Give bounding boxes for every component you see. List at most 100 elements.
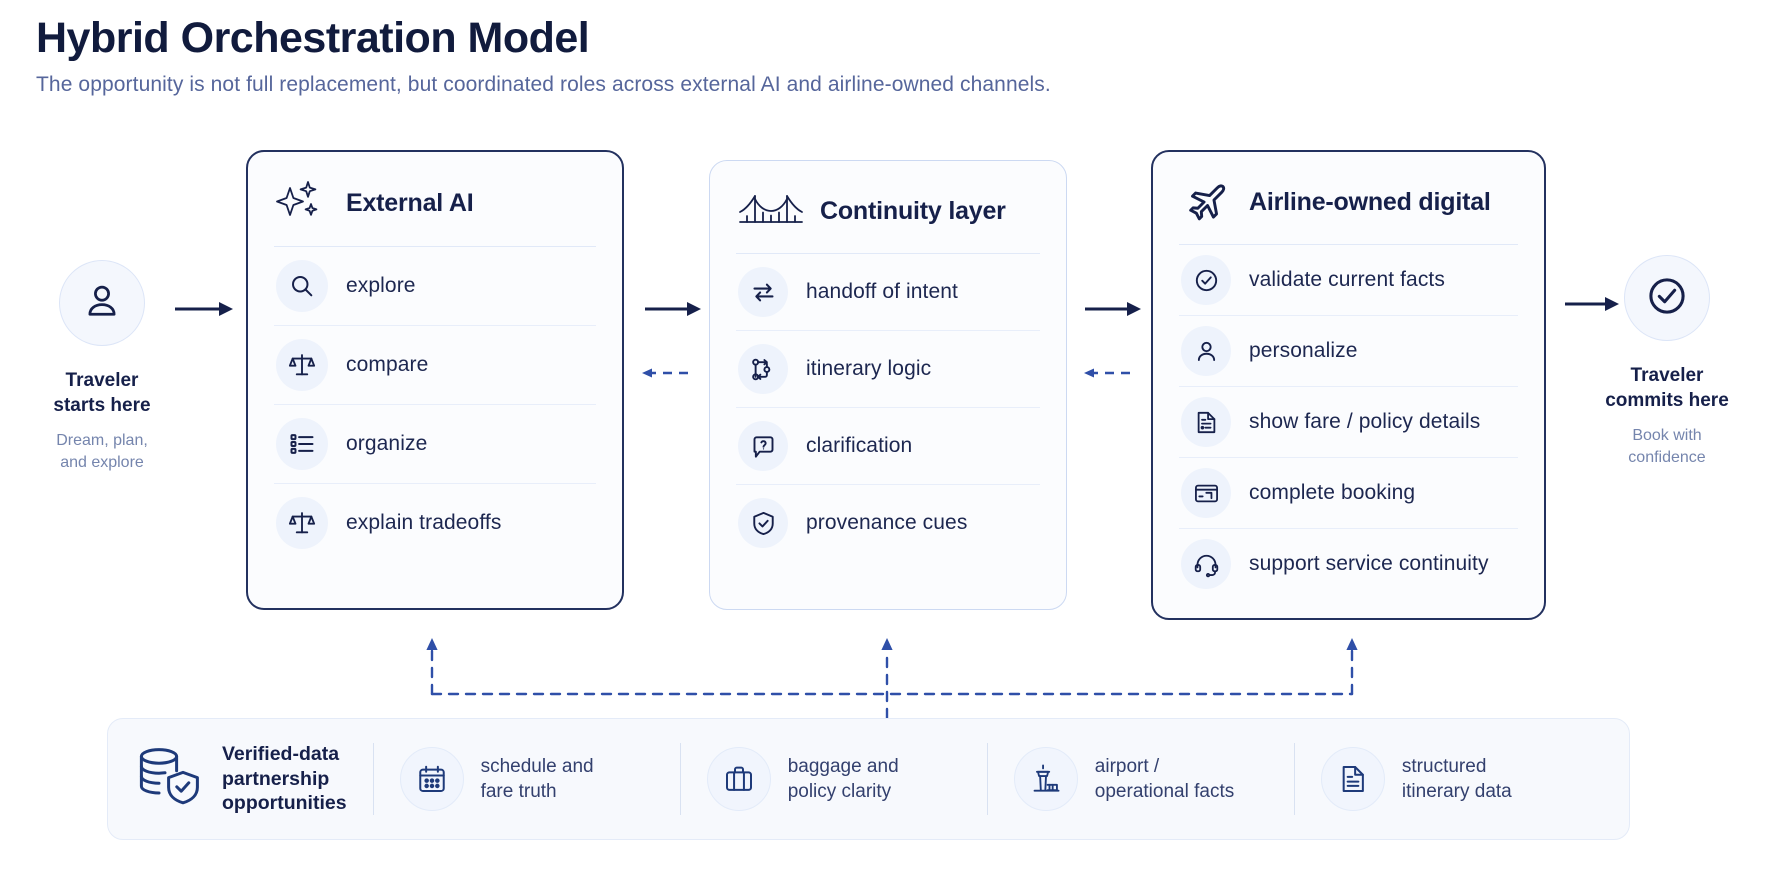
list-item[interactable]: explore [274, 247, 596, 326]
document-lines-icon [1320, 747, 1385, 811]
list-item-label: validate current facts [1249, 268, 1445, 291]
list-item-label: show fare / policy details [1249, 410, 1481, 433]
bar-item-label-l2: fare truth [480, 781, 557, 802]
control-tower-icon [1013, 747, 1078, 811]
card-external-ai-header: External AI [274, 174, 596, 247]
arrow-start-to-external-ai [175, 298, 235, 320]
arrow-continuity-to-airline [1085, 298, 1143, 320]
database-shield-icon [136, 744, 204, 813]
verified-data-lead-l2: partnership [222, 767, 330, 790]
traveler-start-sub-l2: and explore [60, 454, 144, 472]
list-item-label: complete booking [1249, 481, 1416, 504]
feed-arrowheads [426, 638, 1358, 650]
list-item-label: clarification [806, 434, 913, 457]
list-item[interactable]: clarification [736, 408, 1040, 485]
page-title: Hybrid Orchestration Model [36, 14, 590, 62]
traveler-commit-sub-l1: Book with [1632, 427, 1702, 445]
question-bubble-icon [738, 421, 788, 471]
card-airline-owned-digital-header: Airline-owned digital [1179, 174, 1518, 245]
list-item[interactable]: provenance cues [736, 485, 1040, 561]
document-info-icon [1181, 397, 1231, 447]
dashed-arrow-continuity-to-external-ai [630, 365, 692, 381]
calendar-icon [399, 747, 464, 811]
arrow-external-ai-to-continuity [645, 298, 703, 320]
check-circle-icon [1644, 273, 1690, 324]
bridge-icon [738, 189, 804, 233]
verified-data-lead: Verified-data partnership opportunities [136, 742, 373, 817]
bar-item-label-l2: operational facts [1094, 781, 1235, 802]
page-subtitle: The opportunity is not full replacement,… [36, 73, 1051, 97]
scales-icon [276, 497, 328, 549]
card-continuity-layer-list: handoff of intent itinerary logic [736, 254, 1040, 561]
list-item-label: support service continuity [1249, 552, 1489, 575]
scales-icon [276, 339, 328, 391]
bar-item-structured-itinerary[interactable]: structured itinerary data [1295, 747, 1601, 811]
list-item[interactable]: handoff of intent [736, 254, 1040, 331]
divider [372, 743, 374, 815]
endpoint-traveler-start: Traveler starts here Dream, plan, and ex… [7, 260, 197, 474]
card-external-ai-list: explore compare [274, 247, 596, 562]
bar-item-label-l1: airport / [1094, 755, 1160, 777]
traveler-start-title-l2: starts here [53, 395, 151, 417]
verified-data-bar: Verified-data partnership opportunities [107, 718, 1630, 840]
shield-check-icon [738, 498, 788, 548]
arrow-airline-to-commit [1565, 293, 1621, 315]
traveler-start-sub: Dream, plan, and explore [7, 430, 197, 474]
user-icon [80, 279, 124, 328]
traveler-commit-title-l2: commits here [1605, 390, 1729, 412]
bar-item-label-l2: itinerary data [1401, 781, 1512, 802]
card-airline-owned-digital-title: Airline-owned digital [1249, 187, 1491, 216]
card-booking-icon [1181, 468, 1231, 518]
list-item-label: provenance cues [806, 511, 968, 534]
headset-icon [1181, 539, 1231, 589]
bar-item-label: structured itinerary data [1402, 754, 1512, 805]
list-item[interactable]: compare [274, 326, 596, 405]
divider [679, 743, 681, 815]
person-icon [1181, 326, 1231, 376]
sparkles-icon [276, 180, 330, 226]
traveler-commit-title-l1: Traveler [1630, 365, 1704, 386]
flow-nodes-icon [738, 344, 788, 394]
list-item-label: personalize [1249, 339, 1358, 362]
bar-item-airport-operational[interactable]: airport / operational facts [988, 747, 1294, 811]
list-item-label: explain tradeoffs [346, 511, 502, 534]
verified-data-lead-l1: Verified-data [222, 742, 340, 765]
card-continuity-layer[interactable]: Continuity layer handoff of intent [709, 160, 1067, 610]
card-continuity-layer-title: Continuity layer [820, 196, 1006, 225]
dashed-arrow-airline-to-continuity [1072, 365, 1134, 381]
traveler-commit-circle [1624, 255, 1710, 341]
bar-item-baggage-policy[interactable]: baggage and policy clarity [681, 747, 987, 811]
traveler-start-circle [59, 260, 145, 346]
bar-item-label-l1: structured [1401, 755, 1487, 777]
traveler-start-sub-l1: Dream, plan, [56, 432, 148, 450]
divider [986, 743, 988, 815]
list-item[interactable]: personalize [1179, 316, 1518, 387]
card-airline-owned-digital[interactable]: Airline-owned digital validate current f… [1151, 150, 1546, 620]
list-item[interactable]: organize [274, 405, 596, 484]
traveler-start-title: Traveler starts here [7, 368, 197, 418]
list-item-label: handoff of intent [806, 280, 958, 303]
card-continuity-layer-header: Continuity layer [736, 183, 1040, 254]
endpoint-traveler-commit: Traveler commits here Book with confiden… [1572, 255, 1762, 469]
traveler-commit-sub-l2: confidence [1628, 449, 1706, 467]
bar-item-schedule-fare[interactable]: schedule and fare truth [374, 747, 680, 811]
card-external-ai[interactable]: External AI explore [246, 150, 624, 610]
list-icon [276, 418, 328, 470]
list-item[interactable]: itinerary logic [736, 331, 1040, 408]
card-external-ai-title: External AI [346, 188, 474, 217]
verified-data-lead-l3: opportunities [222, 792, 347, 815]
bar-item-label: schedule and fare truth [481, 754, 594, 805]
list-item[interactable]: complete booking [1179, 458, 1518, 529]
bar-item-label-l1: schedule and [480, 755, 594, 777]
check-circle-icon [1181, 255, 1231, 305]
list-item[interactable]: explain tradeoffs [274, 484, 596, 562]
suitcase-icon [706, 747, 771, 811]
bar-item-label-l1: baggage and [787, 755, 899, 777]
list-item[interactable]: support service continuity [1179, 529, 1518, 599]
list-item-label: organize [346, 432, 428, 455]
list-item-label: itinerary logic [806, 357, 932, 380]
list-item[interactable]: show fare / policy details [1179, 387, 1518, 458]
card-airline-owned-digital-list: validate current facts personalize [1179, 245, 1518, 599]
verified-data-lead-text: Verified-data partnership opportunities [222, 742, 347, 817]
list-item[interactable]: validate current facts [1179, 245, 1518, 316]
